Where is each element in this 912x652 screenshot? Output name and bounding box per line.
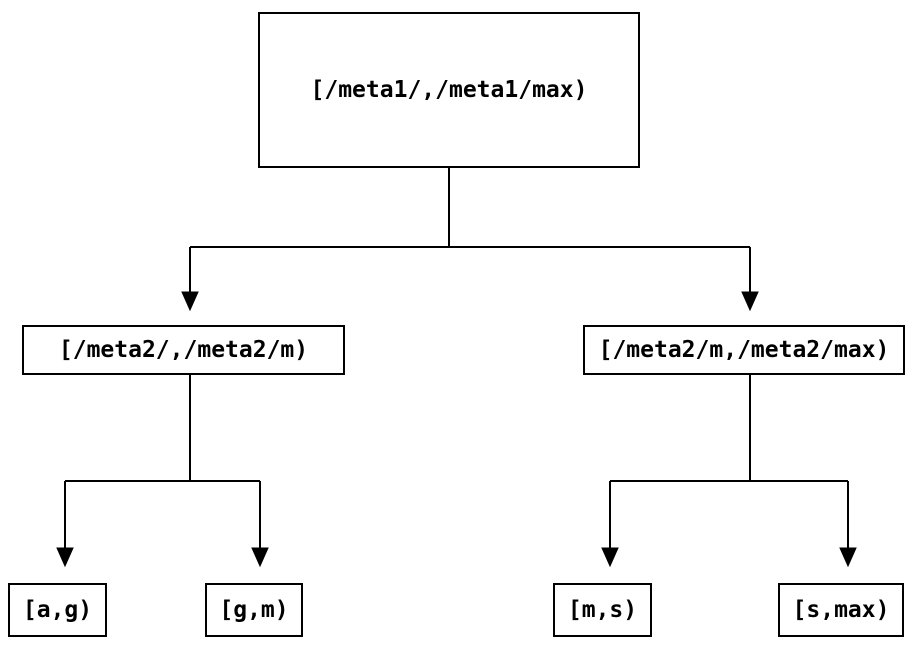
arrowhead-down-icon — [601, 547, 619, 568]
node-leaf-ms: [m,s) — [553, 583, 652, 637]
edges-root-to-level2 — [181, 168, 759, 312]
arrowhead-down-icon — [251, 547, 269, 568]
node-leaf-gm-label: [g,m) — [219, 597, 289, 623]
edges-left-subtree — [56, 375, 269, 568]
arrowhead-down-icon — [181, 291, 199, 312]
node-root: [/meta1/,/meta1/max) — [258, 12, 640, 168]
node-leaf-smax-label: [s,max) — [792, 597, 890, 623]
node-leaf-smax: [s,max) — [778, 583, 904, 637]
node-leaf-ms-label: [m,s) — [567, 597, 638, 623]
arrowhead-down-icon — [839, 547, 857, 568]
edges-right-subtree — [601, 375, 857, 568]
arrowhead-down-icon — [741, 291, 759, 312]
node-root-label: [/meta1/,/meta1/max) — [310, 77, 588, 103]
node-meta2-left: [/meta2/,/meta2/m) — [22, 325, 345, 375]
node-leaf-ag: [a,g) — [8, 583, 107, 637]
node-leaf-gm: [g,m) — [205, 583, 303, 637]
arrowhead-down-icon — [56, 547, 74, 568]
node-leaf-ag-label: [a,g) — [22, 597, 93, 623]
node-meta2-left-label: [/meta2/,/meta2/m) — [58, 337, 309, 363]
node-meta2-right-label: [/meta2/m,/meta2/max) — [598, 337, 890, 363]
node-meta2-right: [/meta2/m,/meta2/max) — [583, 325, 905, 375]
